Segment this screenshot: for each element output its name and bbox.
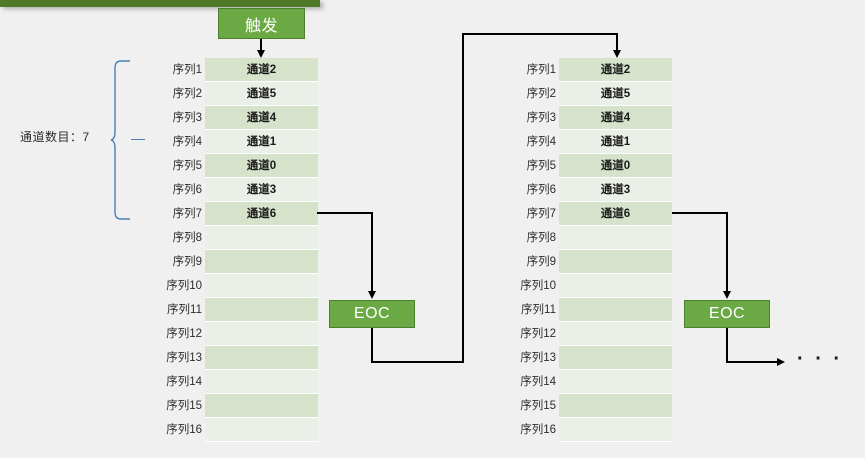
sequence-label: 序列10 [520, 280, 556, 292]
sequence-label: 序列16 [520, 424, 556, 436]
sequence-label: 序列8 [526, 232, 556, 244]
continuation-ellipsis: · · · [797, 348, 844, 370]
table-row [205, 322, 318, 346]
sequence-label: 序列3 [172, 112, 202, 124]
conversion-table-right: 通道2 通道5 通道4 通道1 通道0 通道3 通道6 [559, 58, 672, 442]
right-eoc-out-vertical [726, 328, 728, 363]
table-row [559, 250, 672, 274]
table-row: 通道2 [205, 58, 318, 82]
sequence-label: 序列6 [526, 184, 556, 196]
continuation-arrow-head [777, 357, 785, 366]
trigger-arrow-shaft [260, 39, 262, 52]
sequence-label: 序列4 [526, 136, 556, 148]
sequence-label: 序列10 [166, 280, 202, 292]
left-eoc-out-vertical [371, 328, 373, 363]
sequence-label: 序列7 [172, 208, 202, 220]
table-row [559, 322, 672, 346]
sequence-label: 序列1 [172, 64, 202, 76]
right-eoc-out-horizontal [726, 361, 778, 363]
table-row [559, 418, 672, 442]
right-eoc-arrow-head [722, 291, 731, 299]
sequence-label: 序列14 [166, 376, 202, 388]
table-row [205, 394, 318, 418]
table-row: 通道0 [559, 154, 672, 178]
trigger-box[interactable]: 触发 [218, 8, 305, 39]
table-row [559, 274, 672, 298]
sequence-label: 序列16 [166, 424, 202, 436]
brace-stem [131, 139, 145, 141]
sequence-label: 序列14 [520, 376, 556, 388]
feedback-horizontal-top [462, 33, 618, 35]
table-row: 通道6 [205, 202, 318, 226]
sequence-label: 序列5 [172, 160, 202, 172]
sequence-label: 序列11 [521, 304, 556, 316]
sequence-label: 序列7 [526, 208, 556, 220]
sequence-label: 序列9 [526, 256, 556, 268]
sequence-label: 序列4 [172, 136, 202, 148]
sequence-label: 序列11 [167, 304, 202, 316]
sequence-label: 序列6 [172, 184, 202, 196]
sequence-label: 序列5 [526, 160, 556, 172]
eoc-label: EOC [708, 305, 746, 322]
table-row [205, 250, 318, 274]
top-accent-bar [0, 0, 320, 7]
channel-count-label: 通道数目：7 [20, 130, 90, 144]
table-row: 通道4 [559, 106, 672, 130]
table-row [205, 370, 318, 394]
sequence-label: 序列13 [520, 352, 556, 364]
table-row [559, 346, 672, 370]
table-row: 通道4 [205, 106, 318, 130]
right-row7-to-eoc-horizontal [672, 212, 728, 214]
sequence-label: 序列12 [166, 328, 202, 340]
sequence-label: 序列8 [172, 232, 202, 244]
table-row [559, 226, 672, 250]
table-row: 通道0 [205, 154, 318, 178]
right-table-entry-vertical [616, 33, 618, 51]
table-row: 通道2 [559, 58, 672, 82]
table-row: 通道1 [559, 130, 672, 154]
right-row7-to-eoc-vertical [726, 212, 728, 292]
table-row: 通道5 [205, 82, 318, 106]
sequence-label: 序列13 [166, 352, 202, 364]
sequence-label: 序列12 [520, 328, 556, 340]
conversion-table-left: 通道2 通道5 通道4 通道1 通道0 通道3 通道6 [205, 58, 318, 442]
left-eoc-out-horizontal [371, 361, 464, 363]
table-row: 通道1 [205, 130, 318, 154]
table-row: 通道6 [559, 202, 672, 226]
table-row [205, 226, 318, 250]
sequence-label: 序列2 [526, 88, 556, 100]
eoc-box-right[interactable]: EOC [684, 300, 770, 328]
table-row [205, 298, 318, 322]
group-brace [110, 60, 130, 220]
sequence-label: 序列15 [166, 400, 202, 412]
table-row [205, 418, 318, 442]
sequence-label: 序列15 [520, 400, 556, 412]
right-table-entry-arrow-head [612, 50, 621, 58]
table-row [559, 298, 672, 322]
table-row: 通道3 [559, 178, 672, 202]
left-row7-to-eoc-vertical [371, 212, 373, 292]
sequence-label: 序列2 [172, 88, 202, 100]
table-row: 通道5 [559, 82, 672, 106]
trigger-arrow-head [256, 50, 265, 58]
feedback-vertical [462, 33, 464, 363]
eoc-label: EOC [353, 305, 391, 322]
sequence-label-column-left: 序列1 序列2 序列3 序列4 序列5 序列6 序列7 序列8 序列9 序列10… [140, 58, 202, 442]
sequence-label: 序列3 [526, 112, 556, 124]
trigger-label: 触发 [244, 17, 278, 35]
left-row7-to-eoc-horizontal [317, 212, 373, 214]
table-row [205, 346, 318, 370]
left-eoc-arrow-head [367, 291, 376, 299]
table-row [559, 394, 672, 418]
table-row [559, 370, 672, 394]
sequence-label-column-right: 序列1 序列2 序列3 序列4 序列5 序列6 序列7 序列8 序列9 序列10… [494, 58, 556, 442]
sequence-label: 序列9 [172, 256, 202, 268]
sequence-label: 序列1 [526, 64, 556, 76]
table-row: 通道3 [205, 178, 318, 202]
eoc-box-left[interactable]: EOC [329, 300, 415, 328]
table-row [205, 274, 318, 298]
